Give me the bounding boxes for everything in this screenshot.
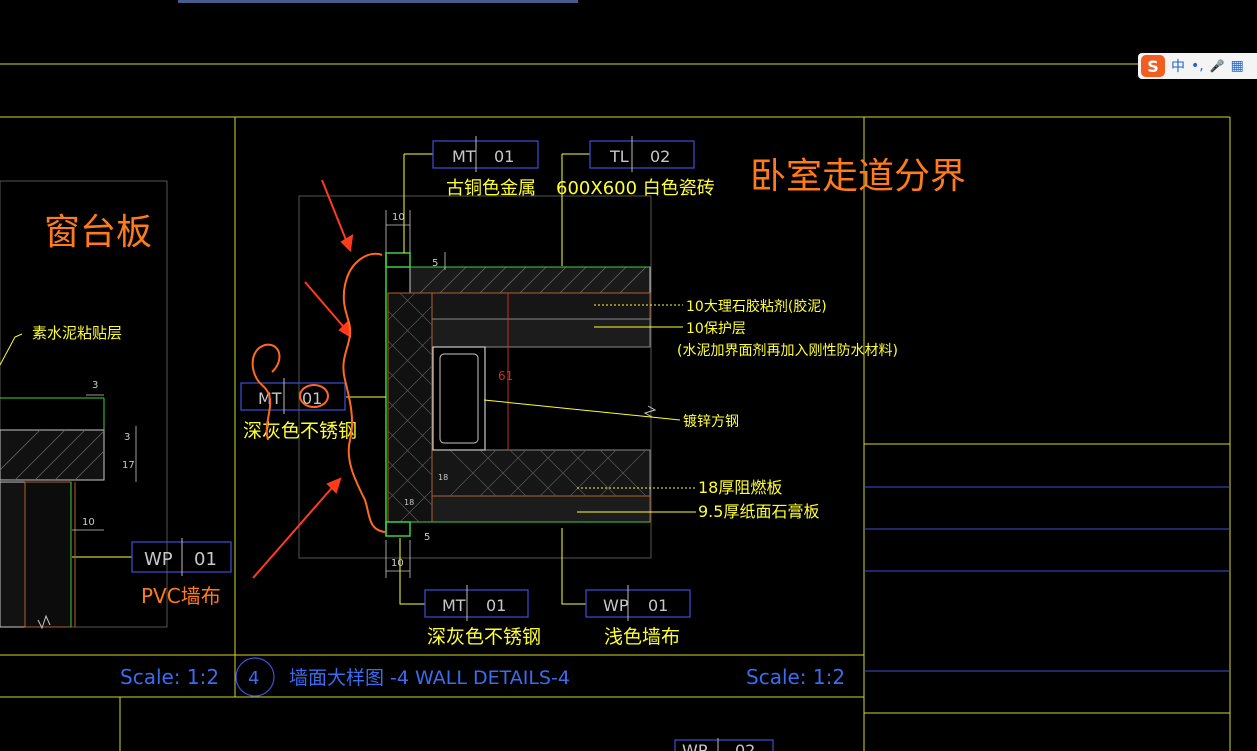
- ime-punct-toggle[interactable]: •,: [1191, 58, 1204, 74]
- dimension-labels: 10 5 61 18 18 5 10 3 3 17 10: [82, 212, 513, 569]
- scale-right: Scale: 1:2: [746, 665, 845, 689]
- tag-wp02-partial-num: 02: [735, 741, 755, 751]
- dim-3-left: 3: [92, 380, 98, 391]
- wall-section-detail: [385, 252, 657, 537]
- desc-wp01-left: PVC墙布: [141, 584, 221, 608]
- microphone-icon[interactable]: 🎤: [1209, 59, 1225, 73]
- tag-mt01-bottom-num: 01: [486, 596, 506, 615]
- tag-wp01-bottom-num: 01: [648, 596, 668, 615]
- note-marble-glue: 10大理石胶粘剂(胶泥): [686, 298, 827, 315]
- hand-markup-circle: [299, 384, 329, 408]
- detail-number: 4: [248, 668, 259, 689]
- scale-left: Scale: 1:2: [120, 665, 219, 689]
- heading-window-sill: 窗台板: [44, 212, 152, 253]
- heading-bedroom-corridor: 卧室走道分界: [750, 156, 966, 197]
- detail-number-circle: [235, 657, 275, 697]
- leader-lines: [72, 153, 696, 605]
- left-detail-viewport: [0, 180, 168, 628]
- tag-wp01-left-num: 01: [194, 549, 217, 570]
- top-toolbar-edge: [178, 0, 578, 3]
- desc-wp01-bottom: 浅色墙布: [604, 626, 680, 648]
- dim-10-left: 10: [82, 517, 95, 528]
- desc-mt01-left: 深灰色不锈钢: [243, 420, 357, 442]
- dim-5-top: 5: [432, 258, 438, 269]
- tag-tl02-top-num: 02: [650, 147, 670, 166]
- tag-boxes: [131, 140, 774, 751]
- note-protect-layer: 10保护层: [686, 321, 746, 337]
- tag-mt01-top-num: 01: [494, 147, 514, 166]
- keyboard-grid-icon[interactable]: ▦: [1230, 58, 1244, 74]
- note-steel-tube: 镀锌方钢: [683, 413, 739, 430]
- dim-61: 61: [498, 369, 513, 383]
- tag-mt01-bottom-code: MT: [442, 596, 466, 615]
- tag-dividers: [181, 136, 719, 751]
- window-sill-detail: [0, 333, 105, 630]
- sogou-logo-icon[interactable]: S: [1141, 55, 1165, 77]
- dim-18-a: 18: [438, 473, 448, 482]
- note-fire-board: 18厚阻燃板: [698, 478, 782, 497]
- note-gypsum-board: 9.5厚纸面石膏板: [698, 502, 819, 521]
- note-cement-layer: 素水泥粘贴层: [32, 324, 122, 342]
- detail-viewport: [298, 195, 652, 559]
- tag-mt01-top-code: MT: [452, 147, 476, 166]
- tag-wp02-partial-code: WP: [682, 741, 708, 751]
- hand-markup-scribble: [251, 343, 281, 441]
- tag-wp01-left-code: WP: [144, 549, 173, 570]
- dim-10-top: 10: [392, 212, 405, 223]
- tag-wp01-bottom-code: WP: [603, 596, 629, 615]
- title-block-lines: [864, 486, 1230, 672]
- detail-title: 墙面大样图 -4 WALL DETAILS-4: [289, 667, 570, 689]
- tag-mt01-left-num: 01: [302, 389, 322, 408]
- sheet-frame: [0, 116, 1231, 751]
- ime-lang-toggle[interactable]: 中: [1171, 59, 1185, 75]
- dimension-lines: [72, 210, 446, 578]
- ime-toolbar[interactable]: S 中 •, 🎤 ▦: [1138, 53, 1257, 79]
- dim-3-right: 3: [124, 432, 130, 443]
- desc-mt01-top: 古铜色金属: [446, 178, 536, 199]
- dim-18-b: 18: [404, 498, 414, 507]
- dim-5-bottom: 5: [424, 532, 430, 543]
- note-protect-detail: (水泥加界面剂再加入刚性防水材料): [677, 343, 898, 359]
- red-markup-arrows: [252, 179, 354, 579]
- dim-10-bottom: 10: [391, 558, 404, 569]
- tag-tl02-top-code: TL: [609, 147, 629, 166]
- hand-markup-profile: [342, 252, 386, 533]
- desc-mt01-bottom: 深灰色不锈钢: [427, 626, 541, 648]
- dim-17: 17: [122, 460, 135, 471]
- desc-tl02-top: 600X600 白色瓷砖: [556, 178, 715, 199]
